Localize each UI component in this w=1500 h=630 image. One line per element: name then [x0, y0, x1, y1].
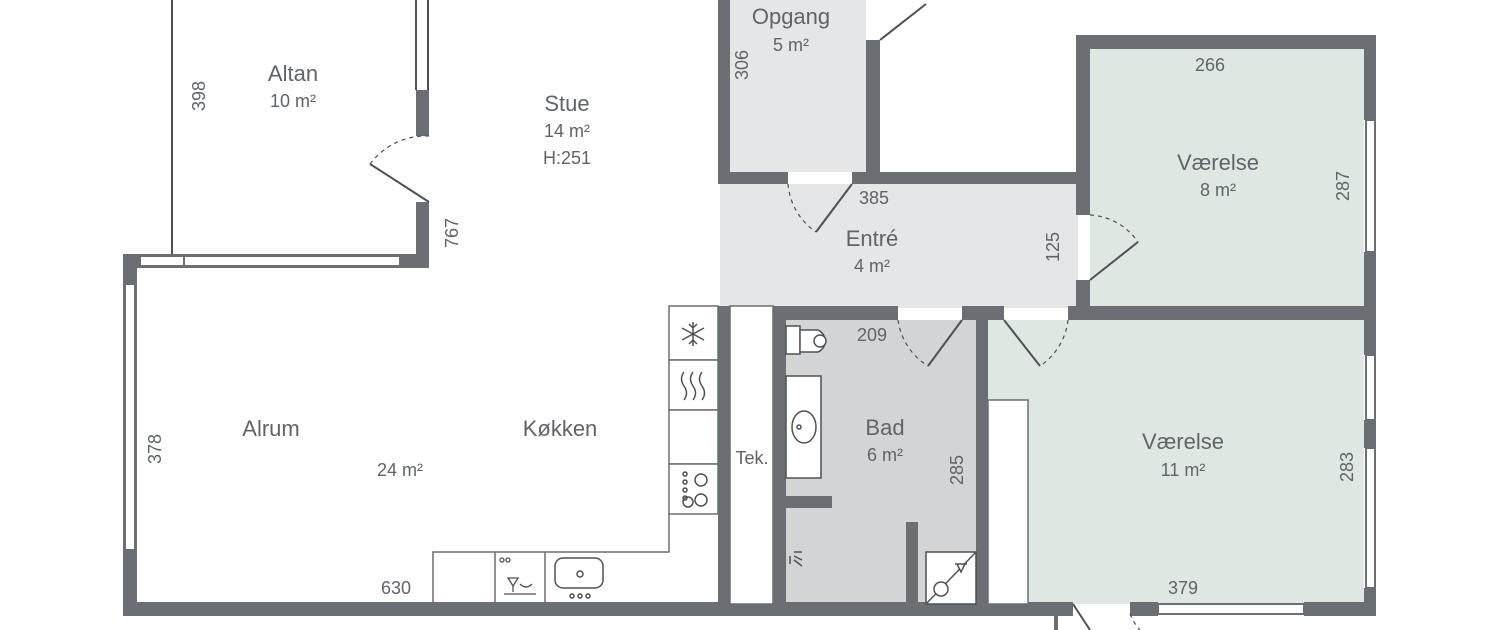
washbasin-icon: [785, 375, 822, 479]
opgang-height-dim: 306: [732, 49, 752, 81]
vaerelse-2-name: Værelse: [1142, 429, 1224, 454]
kitchen-units: [432, 305, 774, 605]
altan-outline: [171, 0, 429, 254]
doors: [369, 3, 1141, 630]
vaerelse-2-area: 11 m²: [1160, 460, 1206, 480]
vaerelse-1-width-dim: 266: [1194, 55, 1226, 75]
vaerelse-1-floor: [1090, 48, 1364, 308]
entre-area: 4 m²: [854, 256, 890, 276]
stue-depth-dim: 767: [442, 217, 462, 249]
entre-height-dim: 125: [1043, 231, 1063, 263]
bad-width-dim: 209: [856, 325, 888, 345]
vaerelse-2-height-dim: 283: [1337, 451, 1357, 483]
bad-area: 6 m²: [867, 445, 903, 465]
freezer-icon: [681, 322, 705, 346]
alrum-name: Alrum: [242, 416, 300, 441]
stue-area: 14 m²: [543, 121, 591, 141]
bad-name: Bad: [865, 415, 905, 440]
altan-name: Altan: [267, 61, 319, 86]
entre-name: Entré: [845, 226, 899, 251]
entre-width-dim: 385: [858, 188, 890, 208]
washing-machine-icon: [925, 551, 977, 605]
tek-name: Tek.: [735, 448, 769, 468]
alrum-height-dim: 378: [145, 433, 165, 465]
oven-icon: [680, 371, 706, 401]
toilet-icon: [785, 325, 827, 355]
vaerelse-1-name: Værelse: [1177, 150, 1259, 175]
kokken-name: Køkken: [522, 416, 598, 441]
alrum-kokken-area: 24 m²: [376, 460, 424, 480]
alrum-width-dim: 630: [380, 578, 412, 598]
wardrobe: [987, 399, 1029, 605]
opgang-area: 5 m²: [773, 35, 809, 55]
dishwasher-icon: [499, 557, 536, 595]
stue-name: Stue: [544, 91, 590, 116]
stove-icon: [682, 471, 708, 508]
bad-height-dim: 285: [947, 454, 967, 486]
vaerelse-2-floor: [988, 320, 1364, 604]
opgang-floor: [730, 0, 866, 172]
altan-area: 10 m²: [269, 91, 317, 111]
shower-icon: [789, 551, 803, 567]
opgang-name: Opgang: [751, 4, 831, 29]
sink-icon: [554, 557, 604, 599]
windows: [124, 119, 1376, 615]
vaerelse-2-width-dim: 379: [1167, 578, 1199, 598]
entre-floor: [720, 184, 1078, 308]
vaerelse-1-height-dim: 287: [1333, 170, 1353, 202]
stue-height: H:251: [542, 148, 592, 168]
vaerelse-1-area: 8 m²: [1200, 180, 1236, 200]
altan-height-dim: 398: [189, 80, 209, 112]
